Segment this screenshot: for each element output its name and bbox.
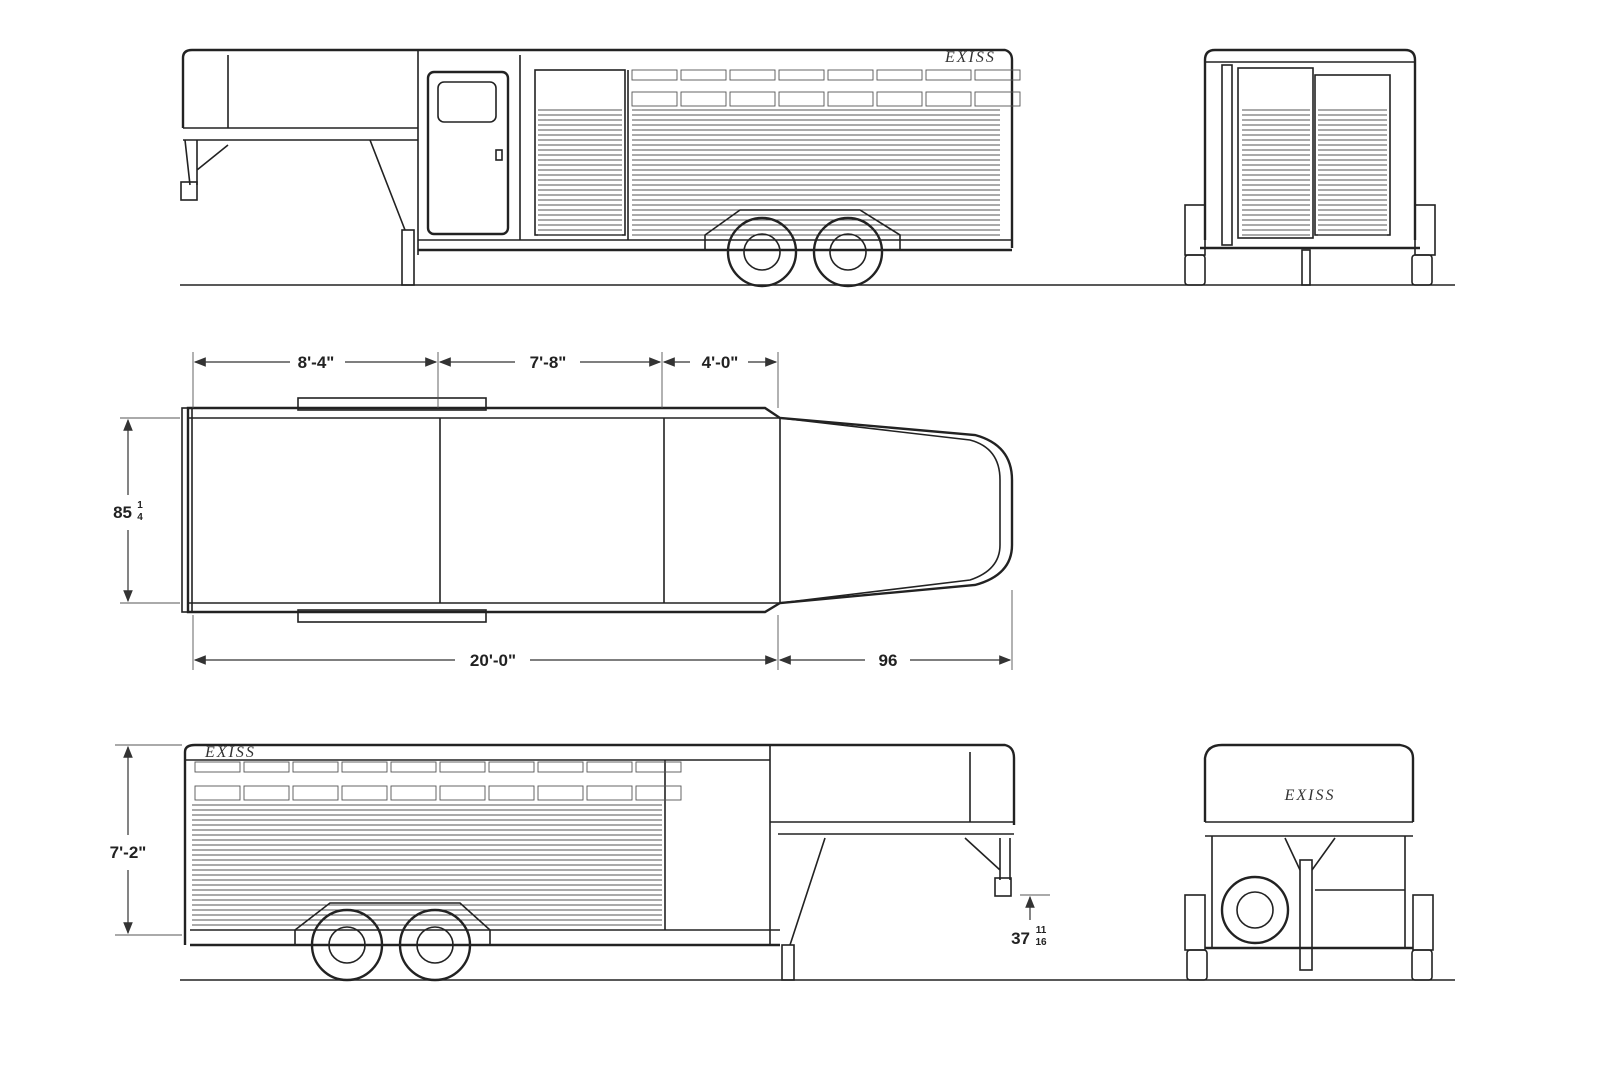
dim-hitch-height: 37 xyxy=(1011,929,1030,948)
dim-section-1: 8'-4" xyxy=(298,353,335,372)
vent-window xyxy=(778,69,825,81)
vent-window xyxy=(439,761,486,773)
dim-width-denominator: 4 xyxy=(137,512,143,523)
dim-height: 7'-2" xyxy=(110,843,147,862)
dim-hitch-denominator: 16 xyxy=(1035,937,1047,948)
dim-box-length: 20'-0" xyxy=(470,651,516,670)
vent-window xyxy=(631,91,678,107)
vent-window xyxy=(292,785,339,801)
vent-window xyxy=(729,69,776,81)
side-slats xyxy=(192,761,682,926)
front-view: EXISS xyxy=(1184,743,1434,981)
vent-window xyxy=(537,761,584,773)
vent-window xyxy=(631,69,678,81)
vent-window xyxy=(586,761,633,773)
vent-window xyxy=(194,761,241,773)
vent-window xyxy=(341,761,388,773)
vent-window xyxy=(827,91,874,107)
rear-view xyxy=(1184,48,1436,286)
side-view-left: EXISS 7'-2" 37 11 16 xyxy=(110,743,1455,982)
rear-slats xyxy=(1242,109,1387,236)
vent-window xyxy=(680,91,727,107)
brand-logo: EXISS xyxy=(944,49,996,66)
vent-window xyxy=(925,91,972,107)
dim-section-2: 7'-8" xyxy=(530,353,567,372)
vent-window xyxy=(537,785,584,801)
vent-window xyxy=(439,785,486,801)
vent-window xyxy=(729,91,776,107)
dim-gooseneck-length: 96 xyxy=(879,651,898,670)
vent-window xyxy=(194,785,241,801)
side-view-right: EXISS xyxy=(180,48,1455,288)
vent-window xyxy=(243,785,290,801)
vent-window xyxy=(488,761,535,773)
vent-window xyxy=(488,785,535,801)
vent-window xyxy=(876,91,923,107)
side-slats xyxy=(538,69,1021,236)
vent-window xyxy=(243,761,290,773)
vent-window xyxy=(292,761,339,773)
vent-window xyxy=(974,69,1021,81)
vent-window xyxy=(635,785,682,801)
dim-width: 85 xyxy=(113,503,132,522)
dim-width-numerator: 1 xyxy=(137,500,143,511)
vent-window xyxy=(341,785,388,801)
vent-window xyxy=(635,761,682,773)
vent-window xyxy=(925,69,972,81)
dim-section-3: 4'-0" xyxy=(702,353,739,372)
brand-logo-front: EXISS xyxy=(1284,787,1336,804)
dim-hitch-numerator: 11 xyxy=(1036,925,1047,936)
vent-window xyxy=(974,91,1021,107)
vent-window xyxy=(778,91,825,107)
vent-window xyxy=(827,69,874,81)
vent-window xyxy=(876,69,923,81)
brand-logo: EXISS xyxy=(204,744,256,761)
top-view: 8'-4" 7'-8" 4'-0" 85 1 4 20'-0" 96 xyxy=(113,352,1014,670)
vent-window xyxy=(680,69,727,81)
vent-window xyxy=(390,761,437,773)
vent-window xyxy=(390,785,437,801)
vent-window xyxy=(586,785,633,801)
